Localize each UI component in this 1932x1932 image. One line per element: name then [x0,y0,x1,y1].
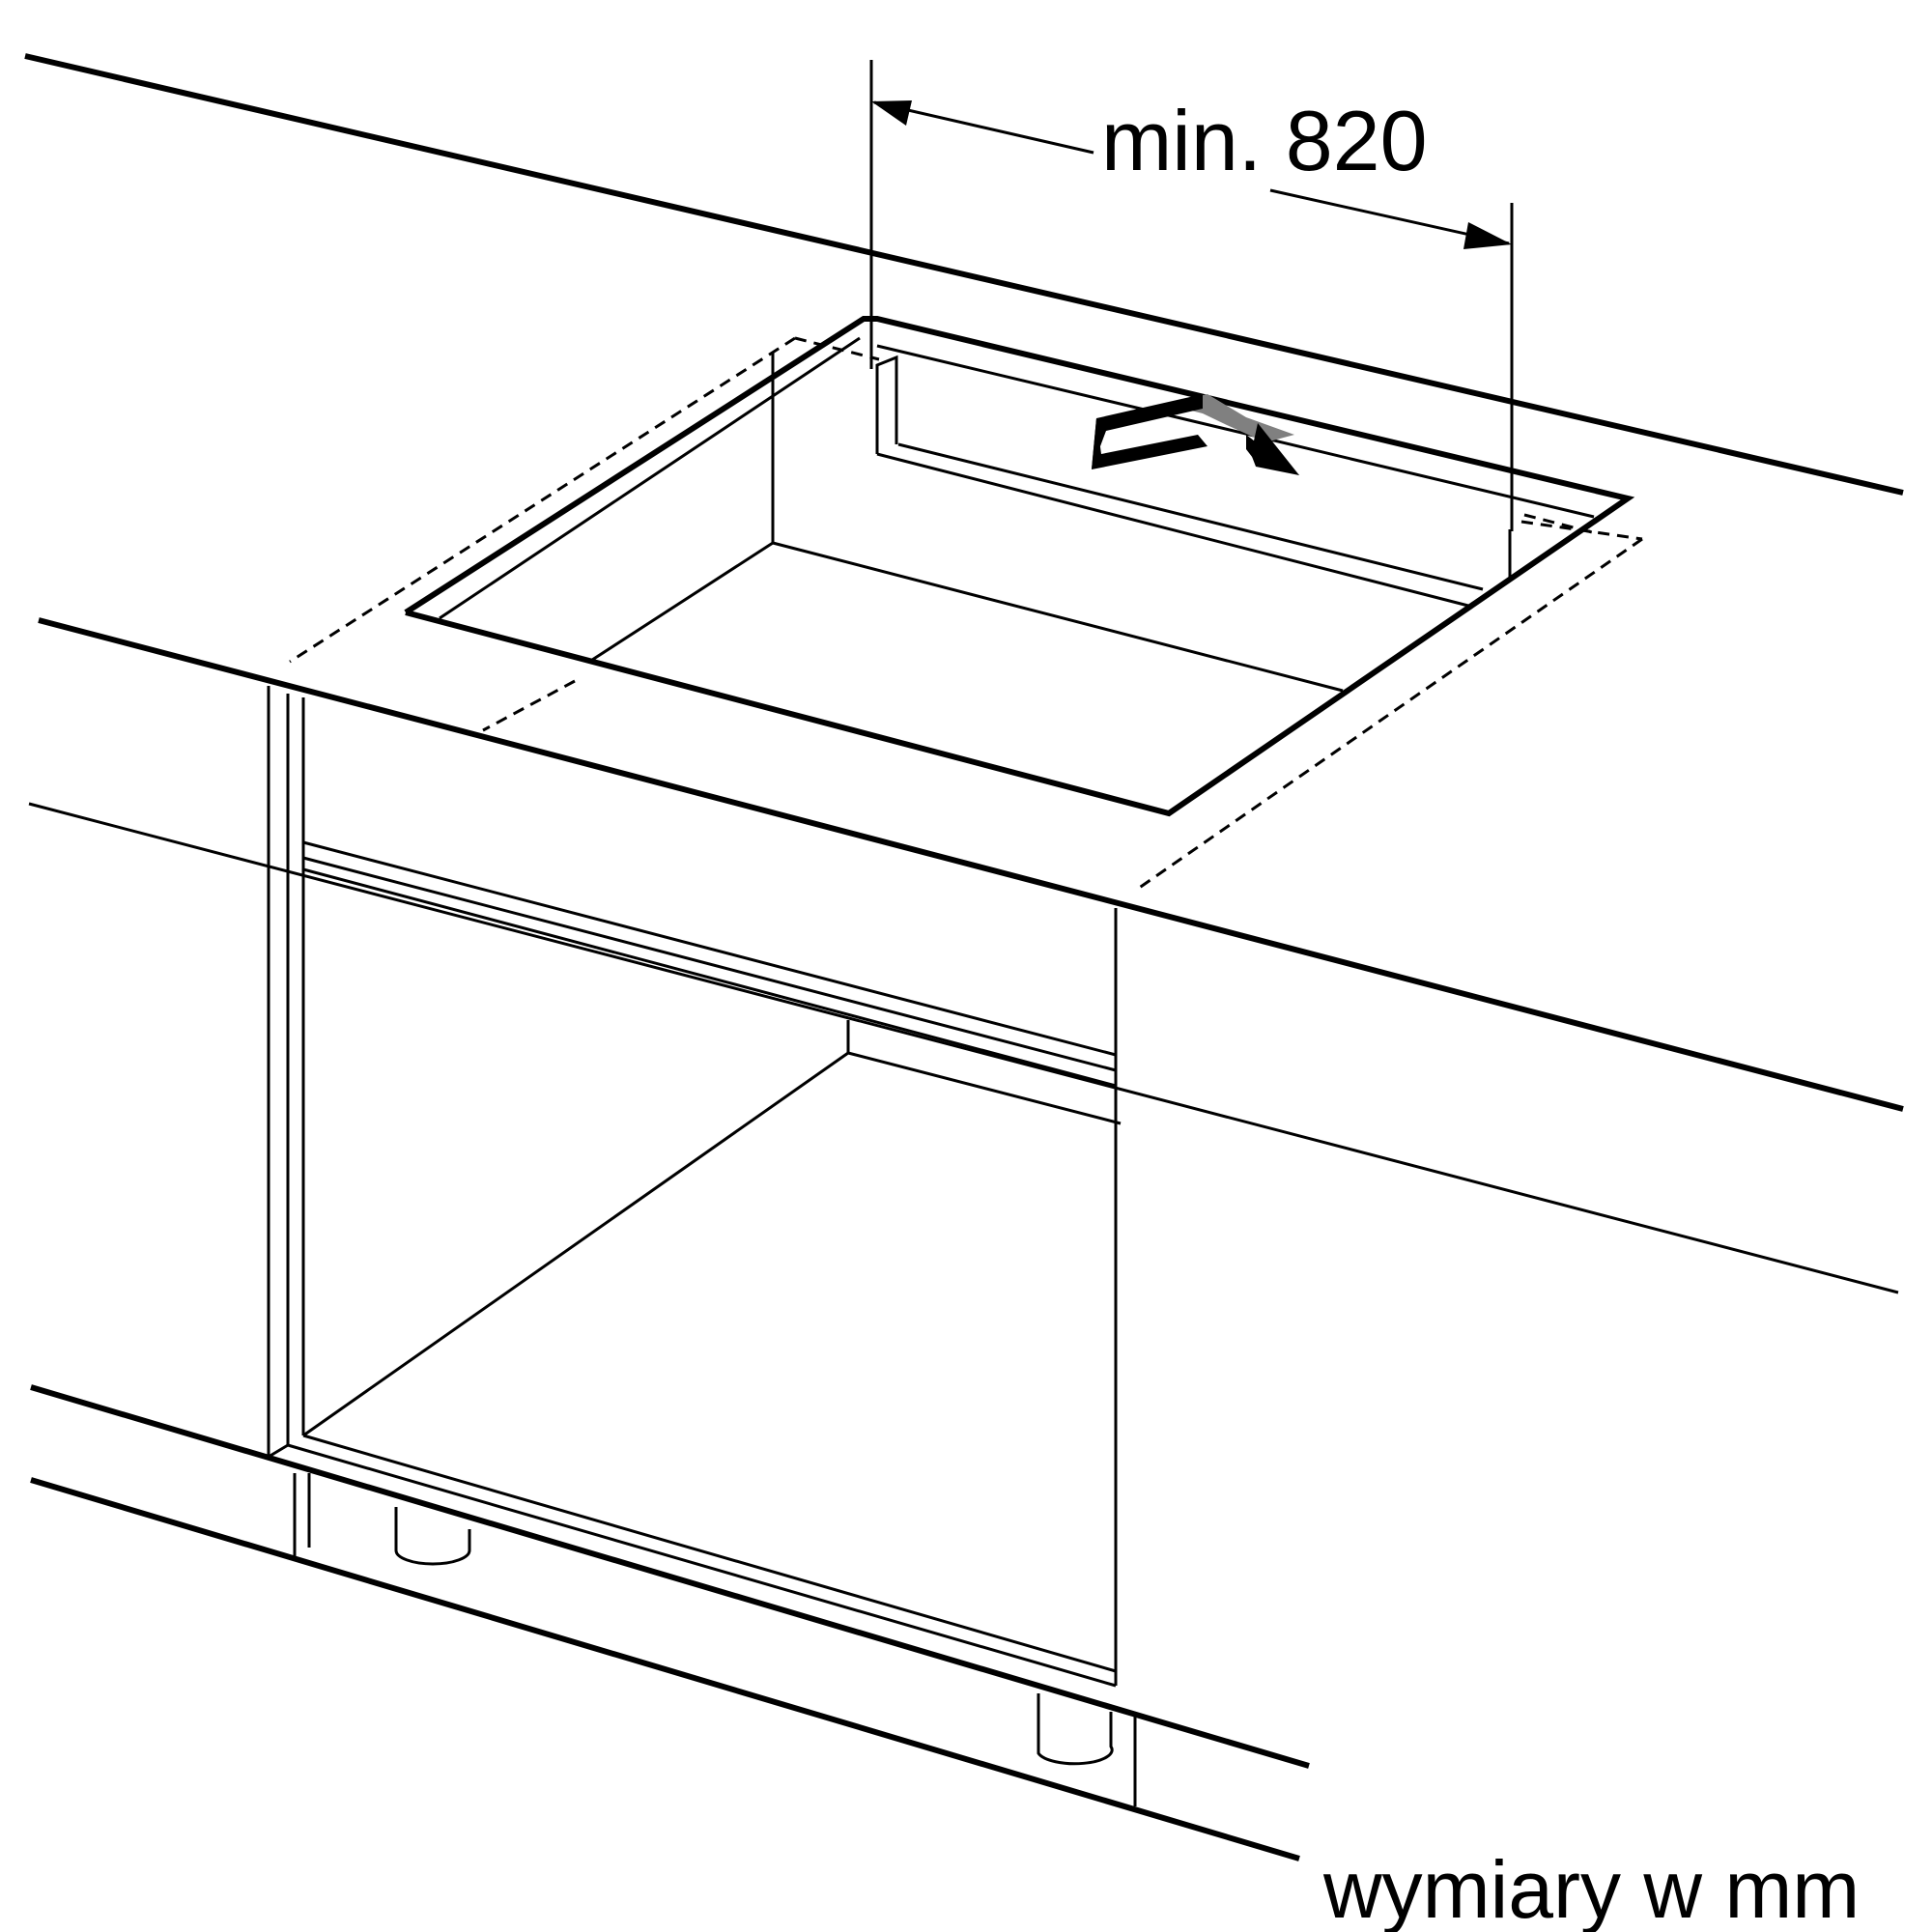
units-label: wymiary w mm [1322,1844,1860,1932]
floor-line [30,1477,1300,1861]
cabinet [267,686,1137,1806]
dimension-min-820: min. 820 [869,60,1514,531]
cutout [404,316,1635,817]
countertop-underside [28,802,1899,1294]
countertop-back-edge [24,53,1904,496]
dimension-label: min. 820 [1101,93,1428,188]
plinth-top-line [30,1384,1310,1769]
cabinet-feet [394,1507,1114,1766]
double-arrow-icon [1092,394,1299,475]
hob-outline-dashed [289,336,1643,893]
countertop-front-edge [38,617,1904,1112]
